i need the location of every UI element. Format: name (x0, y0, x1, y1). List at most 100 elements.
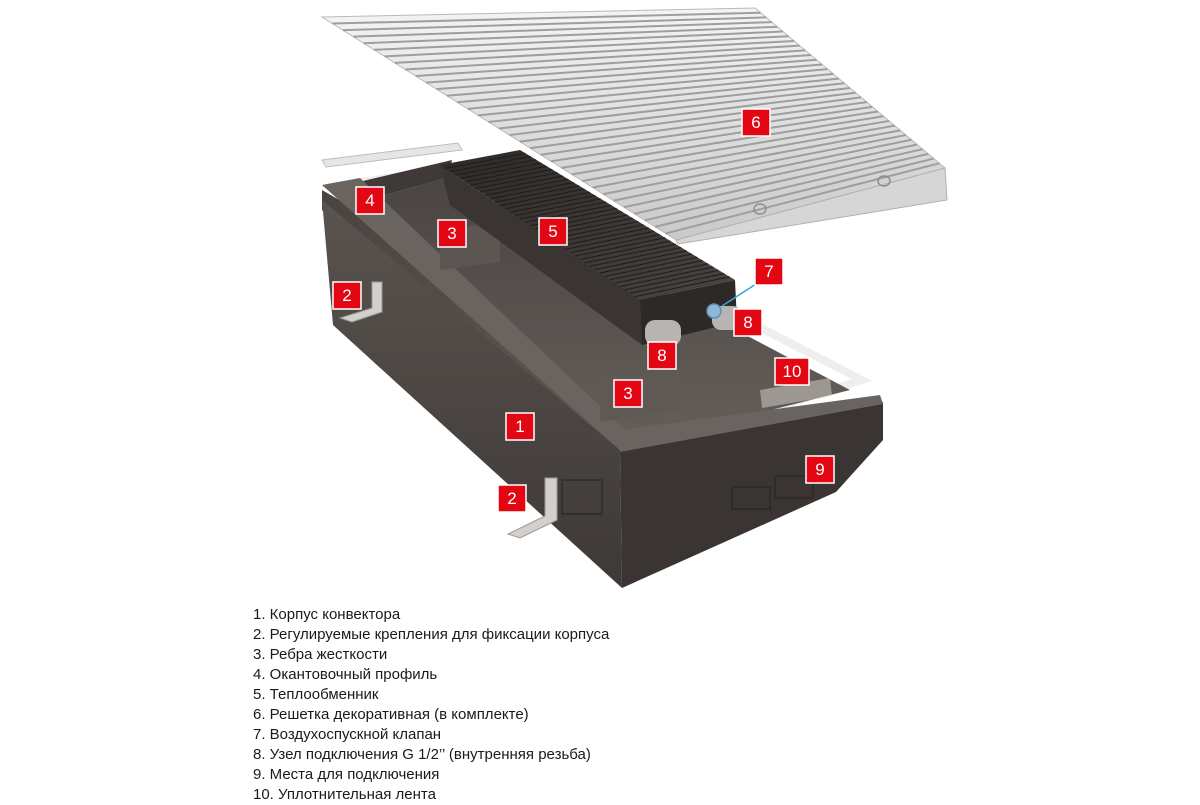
heat-exchanger-fin (634, 276, 730, 298)
heat-exchanger-fin (494, 185, 580, 203)
grille-slat (363, 25, 778, 45)
svg-text:3: 3 (623, 384, 632, 403)
adjustable-brackets (338, 281, 558, 539)
air-vent-valve (706, 303, 722, 319)
svg-text:10: 10 (783, 362, 802, 381)
heat-exchanger-fin (629, 273, 725, 294)
heat-exchanger-fin (499, 188, 585, 206)
callout-1: 1 (505, 412, 535, 441)
heat-exchanger-fin (509, 195, 596, 213)
heat-exchanger-fin (464, 165, 547, 183)
grille-slat (634, 148, 923, 215)
heat-exchanger-fin (459, 162, 542, 179)
legend-item-3: 3. Ребра жесткости (253, 646, 388, 663)
heat-exchanger-fin (569, 234, 660, 254)
grille-slat (571, 119, 890, 176)
svg-text:3: 3 (447, 224, 456, 243)
grille-slat (613, 138, 912, 202)
legend-item-10: 10. Уплотнительная лента (253, 786, 436, 803)
grille-slat (446, 63, 823, 97)
knockout-plate (561, 479, 603, 515)
heat-exchanger-fin (589, 247, 682, 267)
heat-exchanger-fin (599, 253, 693, 274)
svg-text:5: 5 (548, 222, 557, 241)
heat-exchanger-fin (554, 224, 644, 244)
heat-exchanger-fin (614, 263, 709, 284)
heat-exchanger-fin (564, 230, 655, 250)
grille-slat (644, 152, 929, 222)
grille-slat (374, 30, 783, 51)
sealing-tape (760, 378, 832, 408)
grille-slat (405, 44, 800, 71)
svg-text:1: 1 (515, 417, 524, 436)
heat-exchanger-fin (604, 256, 698, 277)
grille-slat (561, 115, 884, 169)
heat-exchanger-fin (579, 240, 671, 260)
heat-exchanger-fin (519, 201, 607, 220)
callout-3-lower: 3 (613, 379, 643, 408)
callout-3-upper: 3 (437, 219, 467, 248)
heat-exchanger-fin (474, 172, 558, 190)
svg-text:6: 6 (751, 113, 760, 132)
callout-5: 5 (538, 217, 568, 246)
grille-slat (665, 162, 940, 235)
grille-hole (753, 203, 767, 215)
callout-10: 10 (774, 357, 810, 386)
heat-exchanger-fin (514, 198, 601, 217)
knockout-plate (731, 486, 771, 510)
grille-slat (436, 58, 817, 91)
svg-text:2: 2 (342, 286, 351, 305)
grille-slat (540, 105, 873, 156)
heat-exchanger-fin (574, 237, 666, 257)
parts-legend: 1. Корпус конвектора 2. Регулируемые кре… (253, 605, 609, 805)
svg-text:4: 4 (365, 191, 374, 210)
grille-slat (467, 72, 834, 110)
heat-exchanger-fin (454, 159, 537, 176)
grille-slat (488, 82, 845, 123)
grille-hole (877, 175, 891, 187)
heat-exchanger-fin (619, 266, 714, 287)
heat-exchanger-fin (594, 250, 687, 271)
grille-slat (550, 110, 879, 163)
legend-item-4: 4. Окантовочный профиль (253, 666, 438, 683)
grille-slat (426, 54, 811, 84)
valve-leader-line (721, 283, 757, 307)
grille-slat (654, 157, 935, 228)
legend-item-1: 1. Корпус конвектора (253, 606, 401, 623)
heat-exchanger-fin (504, 191, 590, 210)
grille-slat (582, 124, 895, 182)
grille-slat (478, 77, 839, 117)
grille-slat (342, 16, 767, 32)
callout-2-lower: 2 (497, 484, 527, 513)
convector-diagram: 1 2 2 3 3 4 5 6 7 8 8 9 (320, 7, 948, 588)
grille-slat (332, 11, 761, 25)
grille-slat (457, 68, 828, 104)
svg-text:8: 8 (657, 346, 666, 365)
heat-exchanger-fin (469, 169, 553, 186)
heat-exchanger-fin (479, 175, 564, 193)
svg-text:8: 8 (743, 313, 752, 332)
knockout-plate (774, 475, 814, 499)
legend-item-8: 8. Узел подключения G 1/2’’ (внутренняя … (253, 746, 591, 763)
grille-slat (592, 129, 901, 189)
heat-exchanger-fin (449, 156, 531, 173)
grille-slat (415, 49, 806, 78)
svg-text:2: 2 (507, 489, 516, 508)
svg-text:7: 7 (764, 262, 773, 281)
heat-exchanger-fin (624, 269, 719, 291)
legend-item-6: 6. Решетка декоративная (в комплекте) (253, 706, 529, 723)
connection-pipe (645, 320, 681, 346)
heat-exchanger-fins (444, 152, 730, 298)
grille-slat (530, 101, 867, 150)
grille-slat (602, 134, 907, 196)
grille-slat (519, 96, 862, 143)
callout-9: 9 (805, 455, 835, 484)
grille-slat (498, 87, 851, 130)
callout-7: 7 (754, 257, 784, 286)
callout-8-left: 8 (647, 341, 677, 370)
legend-item-2: 2. Регулируемые крепления для фиксации к… (253, 626, 610, 643)
heat-exchanger-fin (559, 227, 650, 247)
grille-slats (332, 11, 940, 235)
legend-item-9: 9. Места для подключения (253, 766, 440, 783)
grille-slat (623, 143, 918, 209)
